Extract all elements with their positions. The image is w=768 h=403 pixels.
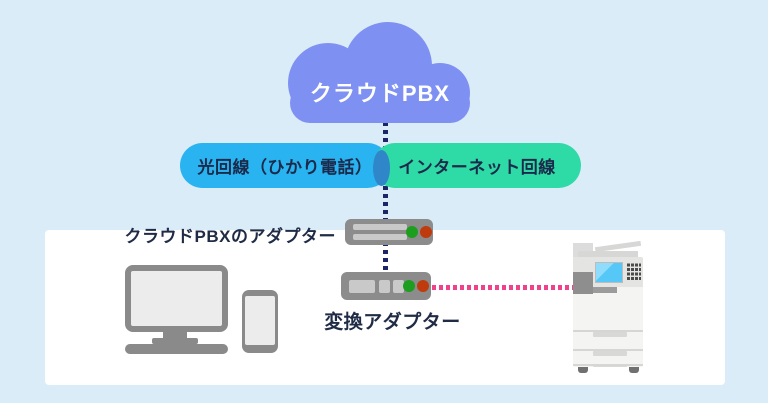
multifunction-printer-icon	[573, 240, 645, 374]
adapter-slot	[379, 280, 390, 293]
printer-drawer-handle	[593, 351, 627, 356]
green-led-icon	[403, 280, 415, 292]
router-icon	[345, 219, 433, 245]
printer-body	[573, 257, 643, 367]
adapter-to-printer-dotted-line	[432, 285, 575, 290]
cloud-icon	[278, 21, 482, 125]
adapter-slot	[393, 280, 404, 293]
hikari-line-pill: 光回線（ひかり電話）	[180, 143, 390, 188]
cloud-pbx-label: クラウドPBX	[309, 81, 451, 106]
printer-keypad	[627, 262, 641, 280]
printer-drawer-handle	[593, 366, 627, 367]
printer-foot	[629, 367, 639, 373]
red-led-icon	[420, 226, 432, 238]
cloud-pbx-adapter-label: クラウドPBXのアダプター	[124, 227, 336, 246]
printer-drawer-handle	[593, 332, 627, 337]
cloud-to-adapter-dotted-line	[383, 122, 388, 274]
printer-drawer-separator	[573, 330, 643, 332]
smartphone-screen	[245, 296, 275, 345]
printer-drawer-separator	[573, 364, 643, 366]
red-led-icon	[417, 280, 429, 292]
printer-foot	[578, 367, 588, 373]
printer-feeder-lid	[578, 251, 638, 257]
pill-overlap-lens	[373, 150, 390, 186]
monitor-stand	[163, 331, 187, 340]
green-led-icon	[406, 226, 418, 238]
internet-line-label: インターネット回線	[398, 158, 556, 177]
smartphone-icon	[242, 290, 278, 353]
adapter-slot	[349, 280, 375, 293]
printer-output-tray	[593, 287, 617, 293]
adapter-slot	[353, 234, 407, 240]
desktop-monitor-icon	[125, 265, 228, 332]
converter-adapter-label: 変換アダプター	[324, 312, 461, 333]
printer-side-panel	[573, 272, 593, 294]
monitor-base	[125, 344, 228, 354]
monitor-stand-bar	[152, 338, 198, 344]
adapter-slot	[353, 224, 407, 230]
printer-screen	[595, 262, 623, 283]
printer-drawer-separator	[573, 349, 643, 351]
internet-line-pill: インターネット回線	[373, 143, 581, 188]
hikari-line-label: 光回線（ひかり電話）	[197, 158, 373, 177]
router-icon	[341, 272, 431, 300]
